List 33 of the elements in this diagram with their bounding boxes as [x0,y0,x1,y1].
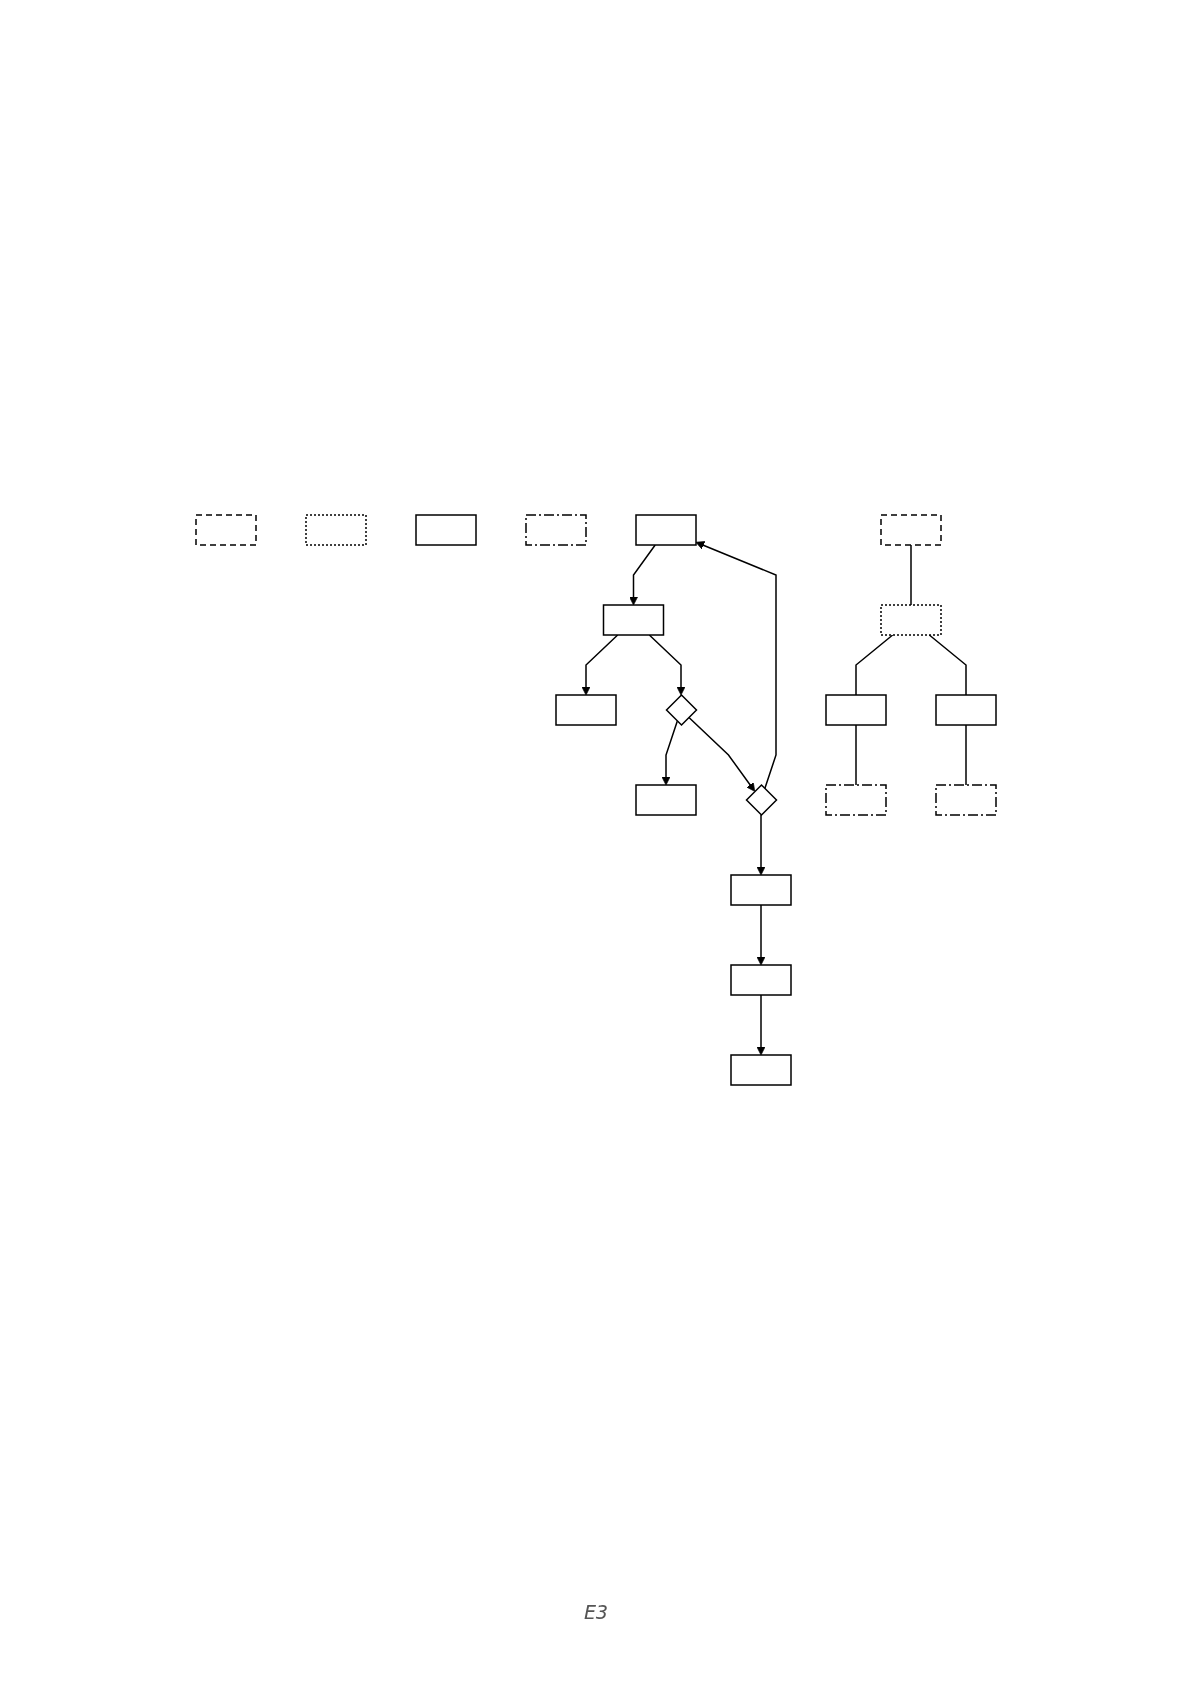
node-box [635,784,697,816]
node-box [635,514,697,546]
arrow [756,904,766,966]
connector [855,634,894,696]
node-box [555,694,617,726]
connector [855,724,857,786]
node-box [880,514,942,546]
connector [928,634,967,696]
node-box [730,1054,792,1086]
arrow [756,994,766,1056]
node-box [825,694,887,726]
node-box [935,784,997,816]
node-box [525,514,587,546]
node-diamond [745,783,778,817]
node-box [730,874,792,906]
connector [965,724,967,786]
display-code: E3 [582,1600,610,1624]
arrow [629,544,656,606]
arrow [581,634,619,696]
node-box [602,604,665,636]
node-box [825,784,887,816]
arrow [687,716,756,792]
node-box [415,514,477,546]
node-diamond [665,693,698,727]
arrow [661,720,678,786]
arrow [648,634,686,696]
node-box [880,604,942,636]
node-box [305,514,367,546]
connector [910,544,912,606]
node-box [195,514,257,546]
node-box [730,964,792,996]
arrow [756,814,766,876]
node-box [935,694,997,726]
